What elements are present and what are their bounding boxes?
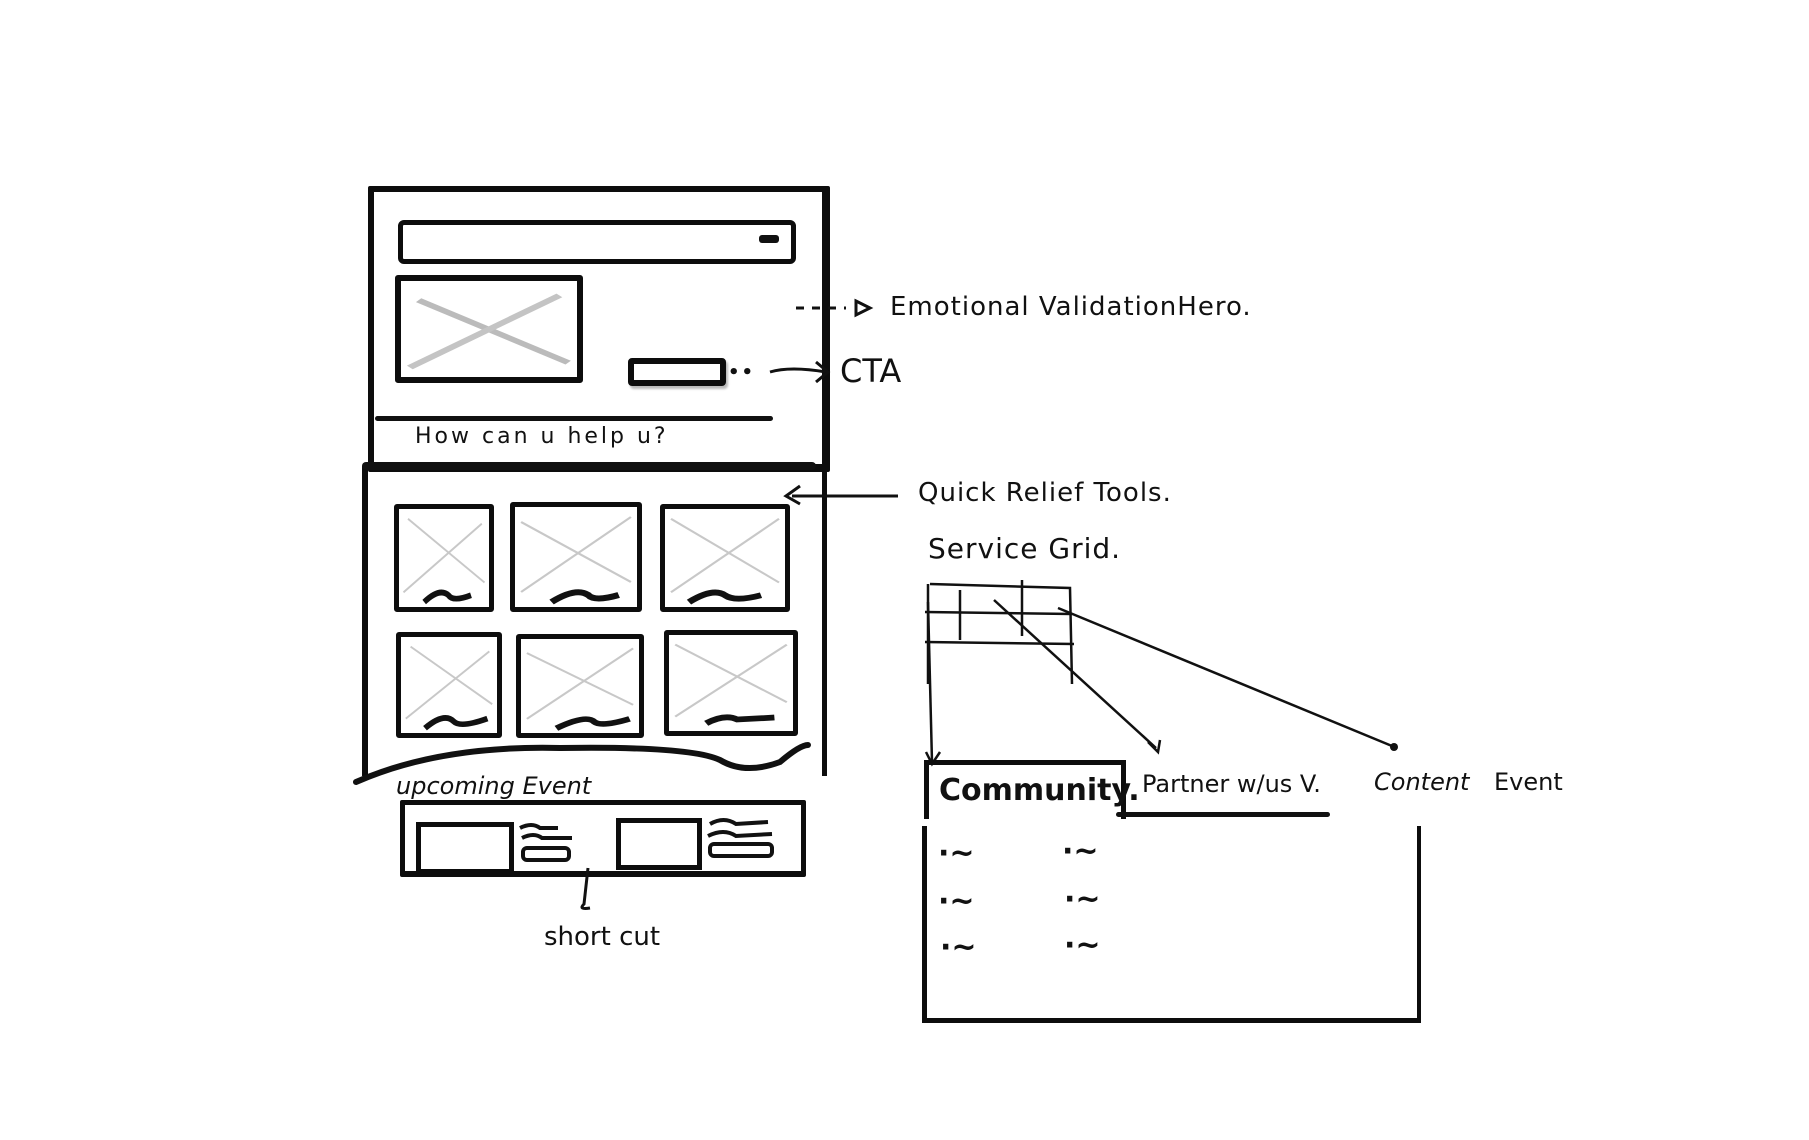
tab-content[interactable]: Content: [1374, 768, 1470, 796]
events-heading: upcoming Event: [396, 772, 592, 800]
list-item[interactable]: ·~: [1064, 882, 1101, 917]
tool-tile[interactable]: [664, 630, 798, 736]
tools-grid-section: [362, 466, 827, 776]
tab-partner[interactable]: Partner w/us V.: [1142, 770, 1321, 798]
detail-panel: Community. Partner w/us V. Content Event…: [920, 760, 1563, 1023]
annotation-hero: Emotional ValidationHero.: [890, 292, 1252, 322]
tool-tile[interactable]: [510, 502, 642, 612]
tab-event[interactable]: Event: [1494, 768, 1563, 796]
list-item[interactable]: ·~: [1064, 928, 1101, 963]
image-placeholder-icon: [670, 518, 780, 605]
tab-bar-baseline: [1116, 812, 1330, 817]
list-item[interactable]: ·~: [938, 884, 975, 919]
tab-bar: Community. Partner w/us V. Content Event: [920, 760, 1563, 820]
list-item[interactable]: ·~: [940, 930, 977, 965]
event-thumbnail[interactable]: [416, 822, 514, 874]
tool-tile[interactable]: [396, 632, 502, 738]
cta-button[interactable]: [628, 358, 726, 386]
tool-tile[interactable]: [394, 504, 494, 612]
search-button-icon[interactable]: [759, 235, 779, 243]
event-text-lines[interactable]: [706, 816, 776, 860]
image-placeholder-icon: [526, 647, 634, 731]
image-placeholder-icon: [674, 643, 788, 726]
helper-text: How can u help u?: [415, 424, 669, 449]
event-text-lines[interactable]: [518, 822, 576, 864]
image-placeholder-icon: [402, 518, 486, 605]
annotation-cta: CTA: [840, 352, 902, 390]
image-placeholder-icon: [520, 516, 632, 605]
events-strip: [400, 800, 806, 877]
hero-divider: [375, 416, 773, 421]
event-thumbnail[interactable]: [616, 818, 702, 870]
tab-content-panel: [922, 826, 1421, 1023]
annotation-shortcut: short cut: [544, 922, 661, 952]
image-placeholder-icon: [406, 293, 571, 370]
image-placeholder-icon: [405, 645, 493, 731]
list-item[interactable]: ·~: [1062, 834, 1099, 869]
tab-label: Community.: [939, 773, 1140, 808]
search-bar[interactable]: [398, 220, 796, 264]
annotation-tools: Quick Relief Tools.: [918, 478, 1172, 508]
cta-dots: ••: [728, 362, 756, 383]
tool-tile[interactable]: [516, 634, 644, 738]
tools-grid-top-border: [362, 462, 816, 470]
hero-image-placeholder: [395, 275, 583, 383]
tool-tile[interactable]: [660, 504, 790, 612]
tab-community[interactable]: Community.: [924, 760, 1140, 819]
annotation-service-grid: Service Grid.: [928, 532, 1122, 565]
list-item[interactable]: ·~: [938, 836, 975, 871]
